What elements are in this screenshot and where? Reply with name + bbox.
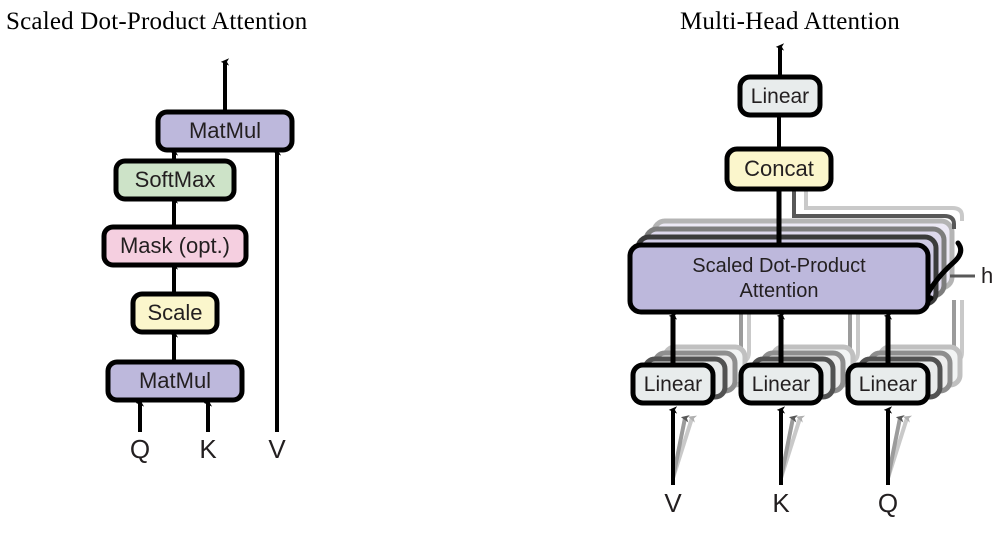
left-panel-title: Scaled Dot-Product Attention xyxy=(6,8,308,35)
right-input-label-v: V xyxy=(664,488,682,518)
right-ghost-input-splay xyxy=(671,415,913,479)
left-box-softmax-label: SoftMax xyxy=(135,167,216,192)
left-box-matmul-top[interactable]: MatMul xyxy=(155,109,295,153)
left-panel-group: MatMul SoftMax Mask (opt.) Scale MatMul xyxy=(101,58,295,464)
right-box-linear-v-label: Linear xyxy=(644,373,702,396)
right-box-linear-q-label: Linear xyxy=(859,373,917,396)
right-box-linear-v[interactable]: Linear xyxy=(630,362,716,406)
left-box-scale-label: Scale xyxy=(147,300,202,325)
right-sdpa-label-line1: Scaled Dot-Product xyxy=(692,255,866,277)
left-box-mask[interactable]: Mask (opt.) xyxy=(101,224,249,268)
left-input-label-q: Q xyxy=(130,434,150,464)
right-box-concat-label: Concat xyxy=(744,156,814,181)
right-box-linear-q[interactable]: Linear xyxy=(845,362,931,406)
right-input-label-q: Q xyxy=(878,488,898,518)
right-ghost-routes-upper xyxy=(789,174,964,229)
left-box-scale[interactable]: Scale xyxy=(130,291,220,335)
left-box-matmul-bottom[interactable]: MatMul xyxy=(105,359,245,403)
right-box-linear-output[interactable]: Linear xyxy=(737,74,823,118)
right-box-scaled-dot-product-attention[interactable]: Scaled Dot-Product Attention xyxy=(627,242,931,315)
right-box-concat[interactable]: Concat xyxy=(724,146,834,192)
right-panel-title: Multi-Head Attention xyxy=(680,8,900,35)
right-box-linear-k-label: Linear xyxy=(752,373,810,396)
right-box-linear-k[interactable]: Linear xyxy=(738,362,824,406)
right-input-label-k: K xyxy=(772,488,790,518)
left-box-matmul-bottom-label: MatMul xyxy=(139,368,211,393)
left-box-matmul-top-label: MatMul xyxy=(189,118,261,143)
right-box-linear-output-label: Linear xyxy=(751,85,809,108)
left-input-label-v: V xyxy=(268,434,286,464)
right-panel-group: h Scaled Dot-Product Attention Concat Li… xyxy=(627,43,993,518)
left-box-softmax[interactable]: SoftMax xyxy=(113,158,237,202)
stack-depth-label: h xyxy=(981,263,993,288)
right-sdpa-label-line2: Attention xyxy=(740,280,819,302)
left-box-mask-label: Mask (opt.) xyxy=(120,233,230,258)
left-input-label-k: K xyxy=(199,434,217,464)
